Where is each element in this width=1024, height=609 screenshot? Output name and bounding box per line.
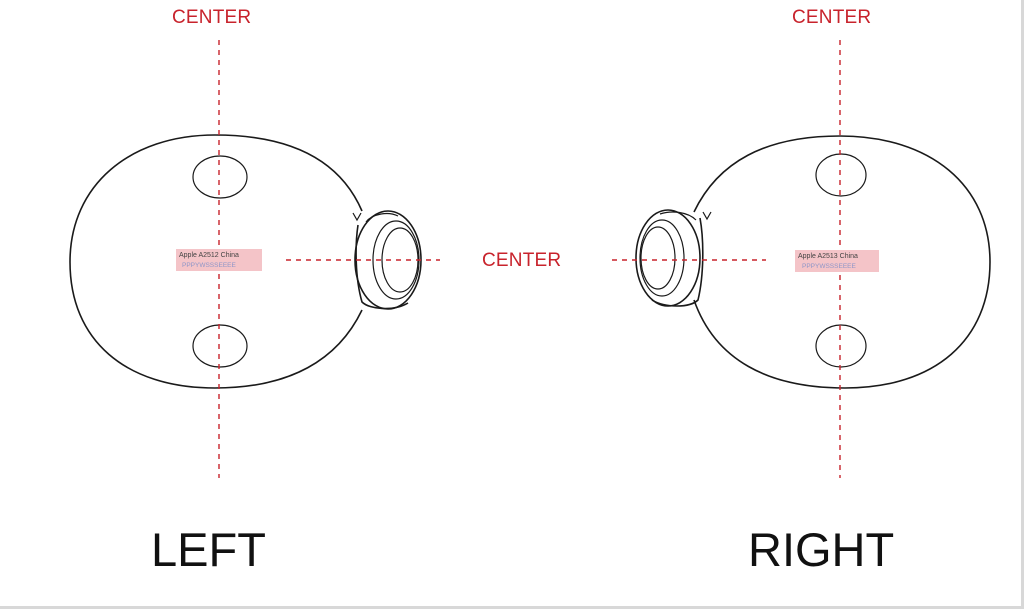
left-serial-text: PPPYWSSSEEEE [182,262,236,269]
center-label-top-left: CENTER [172,7,251,28]
right-model-label-highlight [795,250,879,272]
left-label: LEFT [151,523,266,576]
right-top-sensor [815,153,867,197]
right-earbud-notch [702,211,712,221]
right-earbud-body [693,135,991,389]
center-label-top-right: CENTER [792,7,871,28]
left-earbud: Apple A2512 China PPPYWSSSEEEE [69,134,422,389]
right-model-text: Apple A2513 China [798,253,858,260]
left-earbud-body [69,134,363,389]
right-serial-text: PPPYWSSSEEEE [802,263,856,270]
right-label: RIGHT [748,523,894,576]
frame-edge-right [1021,0,1024,609]
right-ear-tip [635,209,704,307]
center-label-middle: CENTER [482,250,561,271]
left-model-label-highlight [176,249,262,271]
right-earbud: Apple A2513 China PPPYWSSSEEEE [635,135,991,389]
left-bottom-sensor [192,324,248,368]
frame-edge-bottom [0,606,1024,609]
right-bottom-sensor [815,324,867,368]
left-model-text: Apple A2512 China [179,252,239,259]
left-earbud-notch [352,212,362,222]
left-top-sensor [192,155,248,199]
